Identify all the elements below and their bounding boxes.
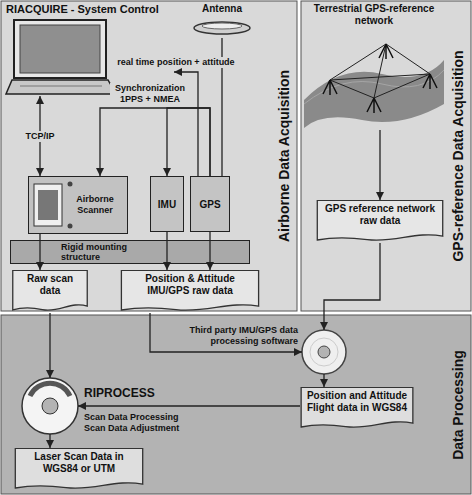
software-disc: RIPROCESSScan Data Processing Scan Data … xyxy=(22,378,78,434)
connector xyxy=(78,405,300,406)
edge-label: TCP/IP xyxy=(23,131,56,142)
node-text: RIPROCESS xyxy=(84,386,155,400)
mounting-bar: Rigid mounting structure xyxy=(10,240,250,264)
node-text: GPS reference network raw data xyxy=(316,200,444,227)
terrain-network xyxy=(304,44,444,128)
node-text: Third party IMU/GPS data processing soft… xyxy=(162,325,298,347)
connector xyxy=(379,130,380,200)
connector xyxy=(49,434,50,448)
node-text: Antenna xyxy=(190,2,254,16)
connector xyxy=(49,313,50,378)
node-text: IMU xyxy=(158,199,176,210)
node-text: Terrestrial GPS-reference network xyxy=(304,2,444,28)
device-node: Antenna xyxy=(190,2,254,38)
connector xyxy=(100,108,210,176)
panel-ground xyxy=(1,1,297,311)
connector xyxy=(324,243,380,330)
node-text: Rigid mounting structure xyxy=(61,241,157,262)
connector xyxy=(323,374,324,387)
data-document: Laser Scan Data in WGS84 or UTM xyxy=(14,448,144,491)
node-text: GPS xyxy=(199,199,220,210)
node-text: Raw scan data xyxy=(12,270,88,297)
node-text: Airborne Scanner xyxy=(66,194,124,216)
region-panel: Data Processing Third party IMU/GPS data … xyxy=(0,314,472,495)
region-panel: Airborne Data Acquisition RIACQUIRE - Sys… xyxy=(0,0,298,312)
sensor-box: GPS xyxy=(190,176,230,232)
mounting-bar-fill xyxy=(10,240,250,264)
antenna-icon xyxy=(194,22,250,34)
device-node: Terrestrial GPS-reference network xyxy=(304,2,444,130)
edge-label: Synchronization 1PPS + NMEA xyxy=(110,83,190,105)
panel-title: Airborne Data Acquisition xyxy=(276,70,292,242)
cd-icon xyxy=(302,330,346,374)
panel-ground xyxy=(301,1,471,311)
data-document: Position & Attitude IMU/GPS raw data xyxy=(120,270,260,313)
node-text: Position & Attitude IMU/GPS raw data xyxy=(120,270,260,297)
node-text: RIACQUIRE - System Control xyxy=(4,2,174,17)
connector xyxy=(166,232,167,270)
sensor-box: IMU xyxy=(150,176,184,232)
region-panel: GPS-reference Data Acquisition Terrestria… xyxy=(300,0,472,312)
data-document: GPS reference network raw data xyxy=(316,200,444,243)
panel-ground xyxy=(1,315,471,494)
panel-title: GPS-reference Data Acquisition xyxy=(450,50,466,261)
data-document: Position and Attitude Flight data in WGS… xyxy=(300,387,414,430)
connector xyxy=(167,108,210,176)
node-text: Laser Scan Data in WGS84 or UTM xyxy=(14,448,144,475)
scanner-body xyxy=(28,176,128,234)
panel-title: Data Processing xyxy=(450,350,466,460)
scanner-box: Airborne Scanner xyxy=(28,176,128,234)
node-text: Scan Data Processing Scan Data Adjustmen… xyxy=(84,412,196,434)
connector xyxy=(150,313,302,352)
cd-icon xyxy=(22,378,78,434)
node-text: Position and Attitude Flight data in WGS… xyxy=(300,387,414,414)
software-disc: Third party IMU/GPS data processing soft… xyxy=(302,330,346,374)
laptop-icon xyxy=(6,20,116,94)
data-document: Raw scan data xyxy=(12,270,88,313)
device-node: RIACQUIRE - System Control xyxy=(4,2,174,96)
edge-label: real time position + attitude xyxy=(115,57,236,68)
connector xyxy=(209,232,210,270)
